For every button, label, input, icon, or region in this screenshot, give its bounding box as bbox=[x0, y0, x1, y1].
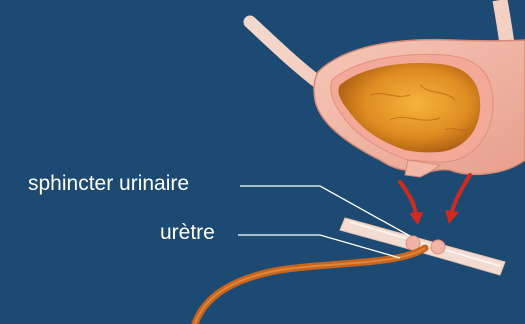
arrow-left bbox=[400, 182, 416, 215]
arrow-right-head bbox=[445, 210, 459, 224]
urethra-label: urètre bbox=[160, 221, 215, 245]
sphincter-label: sphincter urinaire bbox=[28, 172, 189, 196]
sphincter-knot-left bbox=[406, 236, 420, 250]
arrow-left-head bbox=[409, 212, 423, 225]
arrow-right bbox=[452, 175, 470, 212]
contraction-arrows bbox=[400, 175, 470, 215]
sphincter-knot-right bbox=[431, 240, 445, 254]
